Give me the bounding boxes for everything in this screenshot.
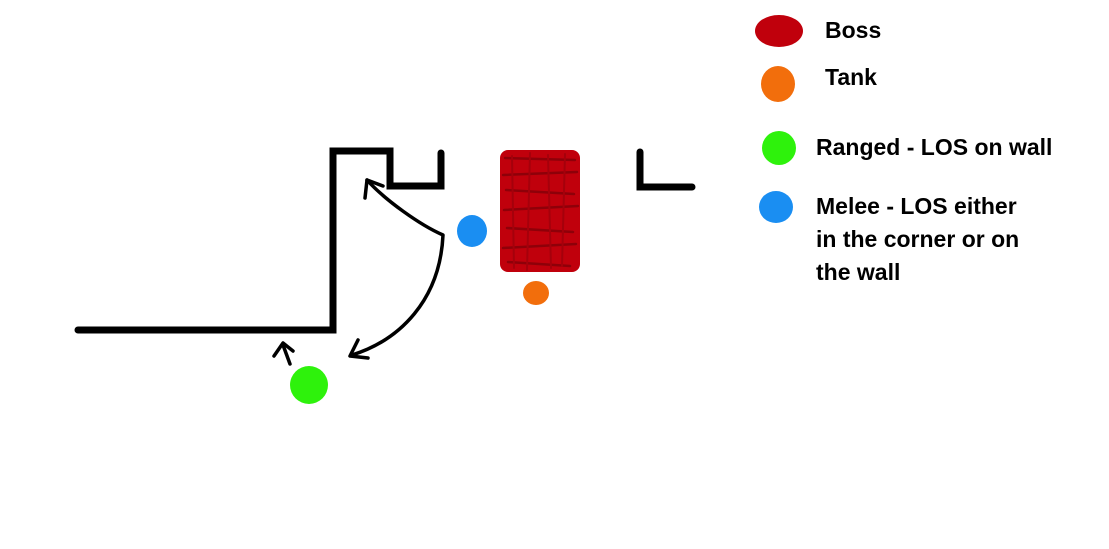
boss-marker xyxy=(500,150,580,272)
walls xyxy=(74,147,696,334)
legend-markers xyxy=(755,15,803,223)
legend-melee-label-line-1: Melee - LOS either xyxy=(816,193,1017,219)
legend-boss-marker xyxy=(755,15,803,47)
tank-marker xyxy=(523,281,549,305)
ranged-arrow xyxy=(281,343,292,366)
arrowhead-top-icon xyxy=(363,178,385,200)
legend-boss-label: Boss xyxy=(825,17,882,43)
arrowhead-ranged-icon xyxy=(272,341,295,358)
movement-arrows xyxy=(272,178,445,366)
legend-melee-marker xyxy=(759,191,793,223)
legend-melee-label-line-2: in the corner or on xyxy=(816,226,1020,252)
ranged-marker xyxy=(290,366,328,404)
legend-tank-label: Tank xyxy=(825,64,877,90)
right-wall xyxy=(636,148,696,191)
loop-arrow xyxy=(350,178,445,357)
melee-marker xyxy=(457,215,487,247)
arrowhead-bottom-icon xyxy=(348,338,370,360)
legend-tank-marker xyxy=(761,66,795,102)
legend-ranged-marker xyxy=(762,131,796,165)
legend-ranged-label: Ranged - LOS on wall xyxy=(816,134,1053,160)
legend-melee-label-line-3: the wall xyxy=(816,259,901,285)
left-wall xyxy=(74,147,445,334)
